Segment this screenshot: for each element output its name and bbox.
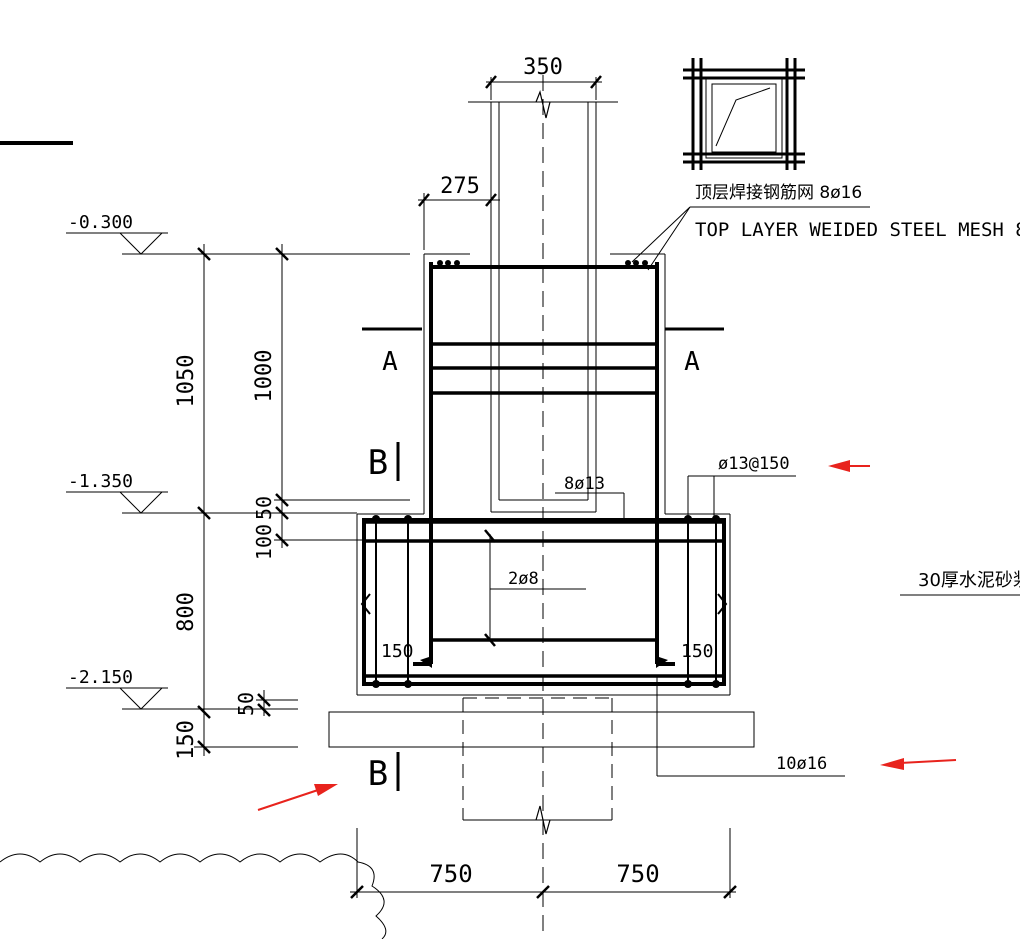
annotation-arrow-1: [828, 460, 870, 472]
bar-8-13-leader: [555, 492, 625, 521]
vertical-dim-chain-inner: [256, 244, 410, 717]
dim-100: 100: [252, 524, 276, 560]
column-outline: [468, 101, 618, 513]
dim-1050: 1050: [174, 355, 199, 408]
elevation-top: -0.300: [68, 212, 133, 233]
pile-outline: [462, 697, 613, 821]
dim-50-lower: 50: [234, 692, 258, 716]
bar-10-16-leader: [656, 676, 845, 777]
hook-left-label: 150: [381, 641, 414, 662]
dim-750-right: 750: [616, 860, 659, 888]
top-mesh-label-cn: 顶层焊接钢筋网 8ø16: [695, 183, 862, 203]
dim-line-350: [485, 75, 602, 100]
pedestal-outline: [423, 253, 666, 514]
elevation-middle: -1.350: [68, 471, 133, 492]
elevation-top-marker: [66, 232, 410, 255]
hook-right-label: 150: [681, 641, 714, 662]
footing-outline: [356, 513, 731, 696]
annotation-arrow-3: [257, 784, 338, 811]
section-b-bottom: B: [368, 754, 388, 794]
bar-8-13-label: 8ø13: [564, 474, 605, 494]
footing-rebar: [360, 518, 728, 686]
dim-150: 150: [174, 720, 199, 760]
dim-line-275: [418, 193, 500, 250]
dim-275: 275: [440, 174, 480, 199]
mortar-note: 30厚水泥砂浆: [918, 570, 1020, 591]
dim-750-left: 750: [429, 860, 472, 888]
section-a-right: A: [684, 347, 700, 377]
bar-2-8-leader: [484, 529, 586, 647]
lean-concrete-pad: [328, 711, 755, 748]
annotation-arrow-2: [880, 758, 957, 770]
stirrup-label: ø13@150: [718, 454, 790, 474]
elevation-middle-marker: [66, 491, 357, 514]
elevation-bottom: -2.150: [68, 667, 133, 688]
steel-mesh-detail: [683, 58, 805, 170]
top-mesh-label-en: TOP LAYER WEIDED STEEL MESH 8ø: [695, 219, 1020, 241]
top-corner-bars: [437, 260, 648, 266]
column-break-symbol: [535, 89, 551, 119]
vertical-dim-chain-outer: [194, 244, 298, 756]
bar-10-16-label: 10ø16: [776, 754, 827, 774]
stirrup-leaders: [687, 475, 715, 519]
base-dim-line: [350, 828, 737, 899]
dim-50-upper: 50: [252, 496, 276, 520]
section-a-left: A: [382, 347, 398, 377]
top-mesh-leaders: [631, 206, 691, 271]
hook-left: [420, 656, 432, 668]
dim-350: 350: [523, 55, 563, 80]
pile-break-symbol: [535, 805, 551, 835]
dim-1000: 1000: [252, 350, 277, 403]
hook-right: [656, 656, 668, 668]
revision-cloud: [0, 853, 387, 939]
section-b-top: B: [368, 443, 388, 483]
dim-800: 800: [174, 592, 199, 632]
bar-2-8-label: 2ø8: [508, 569, 539, 589]
pedestal-rebar: [429, 262, 659, 664]
elevation-bottom-marker: [66, 687, 298, 710]
footing-bar-dots: [372, 515, 720, 688]
